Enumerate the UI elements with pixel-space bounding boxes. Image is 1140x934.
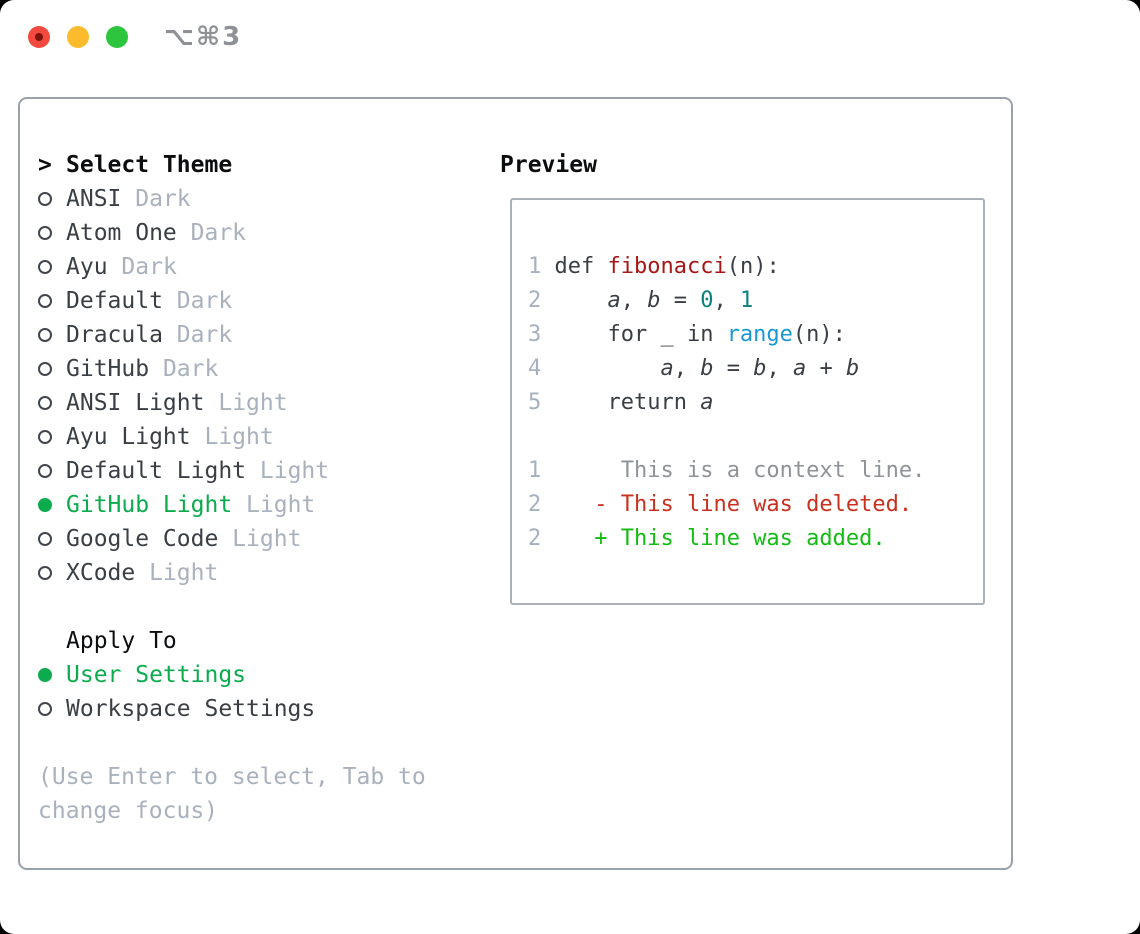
theme-name: Dracula [66,322,163,348]
apply-option-workspace-settings[interactable]: Workspace Settings [38,692,315,726]
line-number: 4 [528,356,542,381]
theme-variant: Dark [121,254,177,280]
theme-list-header: > Select Theme [38,148,329,182]
theme-option-label: GitHub Light Light [66,492,315,518]
theme-name: GitHub Light [66,492,233,518]
theme-option-label: ANSI Light Light [66,390,288,416]
theme-option-label: Atom One Dark [66,220,246,246]
radio-icon [38,362,66,376]
theme-name: Default Light [66,458,247,484]
theme-option-github[interactable]: GitHub Dark [38,352,329,386]
radio-icon [38,702,66,716]
theme-option-github-light[interactable]: GitHub Light Light [38,488,329,522]
theme-option-default-light[interactable]: Default Light Light [38,454,329,488]
radio-icon [38,430,66,444]
theme-name: Default [66,288,163,314]
theme-option-default[interactable]: Default Dark [38,284,329,318]
theme-variant: Dark [176,288,233,314]
minimize-button[interactable] [67,26,89,48]
close-button[interactable] [28,26,50,48]
theme-variant: Light [218,390,288,416]
theme-variant: Dark [162,356,219,382]
theme-name: Ayu Light [66,424,191,450]
line-number: 2 [528,288,542,313]
theme-name: GitHub [66,356,150,382]
added-marker: + [594,526,621,551]
line-number: 2 [528,526,542,551]
apply-to-title: Apply To [66,628,177,654]
line-number: 5 [528,390,542,415]
radio-icon [38,192,66,206]
theme-variant: Light [259,458,330,484]
apply-option-label: Workspace Settings [66,696,316,722]
apply-to-header-row: Apply To [38,624,315,658]
theme-option-google-code[interactable]: Google Code Light [38,522,329,556]
line-number: 1 [528,254,542,279]
theme-variant: Light [246,492,316,518]
theme-option-atom-one[interactable]: Atom One Dark [38,216,329,250]
theme-option-label: Default Light Light [66,458,329,484]
line-number: 2 [528,492,542,517]
radio-icon [38,464,66,478]
radio-icon [38,260,66,274]
preview-title: Preview [500,152,597,178]
maximize-button[interactable] [106,26,128,48]
theme-name: Google Code [66,526,219,552]
radio-icon [38,226,66,240]
theme-option-label: Ayu Dark [66,254,177,280]
diff-deleted-text: This line was deleted. [620,492,913,517]
theme-variant: Dark [190,220,247,246]
theme-name: Atom One [66,220,177,246]
apply-option-user-settings[interactable]: User Settings [38,658,315,692]
window-title: ⌥⌘3 [164,22,243,52]
line-number: 3 [528,322,542,347]
line-number: 1 [528,458,542,483]
theme-option-label: ANSI Dark [66,186,191,212]
preview-box: 1 def fibonacci(n): 2 a, b = 0, 1 3 for … [510,198,985,605]
radio-selected-icon [38,498,66,512]
diff-added-text: This line was added. [620,526,886,551]
code-preview: 1 def fibonacci(n): 2 a, b = 0, 1 3 for … [528,254,926,551]
hint-text: (Use Enter to select, Tab to change focu… [38,764,426,824]
radio-icon [38,396,66,410]
theme-name: XCode [66,560,136,586]
theme-option-xcode[interactable]: XCode Light [38,556,329,590]
diff-context-text: This is a context line. [620,458,926,483]
theme-name: ANSI Light [66,390,205,416]
radio-selected-icon [38,668,66,682]
theme-option-ayu[interactable]: Ayu Dark [38,250,329,284]
theme-option-dracula[interactable]: Dracula Dark [38,318,329,352]
theme-variant: Light [232,526,302,552]
apply-option-label: User Settings [66,662,247,688]
theme-option-label: GitHub Dark [66,356,218,382]
theme-option-ayu-light[interactable]: Ayu Light Light [38,420,329,454]
theme-option-ansi-light[interactable]: ANSI Light Light [38,386,329,420]
context-marker [594,458,621,483]
theme-variant: Light [204,424,274,450]
theme-option-label: Google Code Light [66,526,301,552]
theme-name: Ayu [66,254,108,280]
radio-icon [38,328,66,342]
theme-variant: Dark [176,322,233,348]
radio-icon [38,294,66,308]
theme-variant: Dark [135,186,191,212]
theme-option-label: Dracula Dark [66,322,232,348]
radio-icon [38,532,66,546]
radio-icon [38,566,66,580]
cursor-icon: > [38,152,52,178]
theme-option-label: XCode Light [66,560,218,586]
theme-option-label: Ayu Light Light [66,424,274,450]
deleted-marker: - [594,492,621,517]
theme-option-label: Default Dark [66,288,232,314]
theme-option-ansi[interactable]: ANSI Dark [38,182,329,216]
theme-variant: Light [149,560,219,586]
theme-name: ANSI [66,186,122,212]
theme-list-title: Select Theme [66,152,233,178]
